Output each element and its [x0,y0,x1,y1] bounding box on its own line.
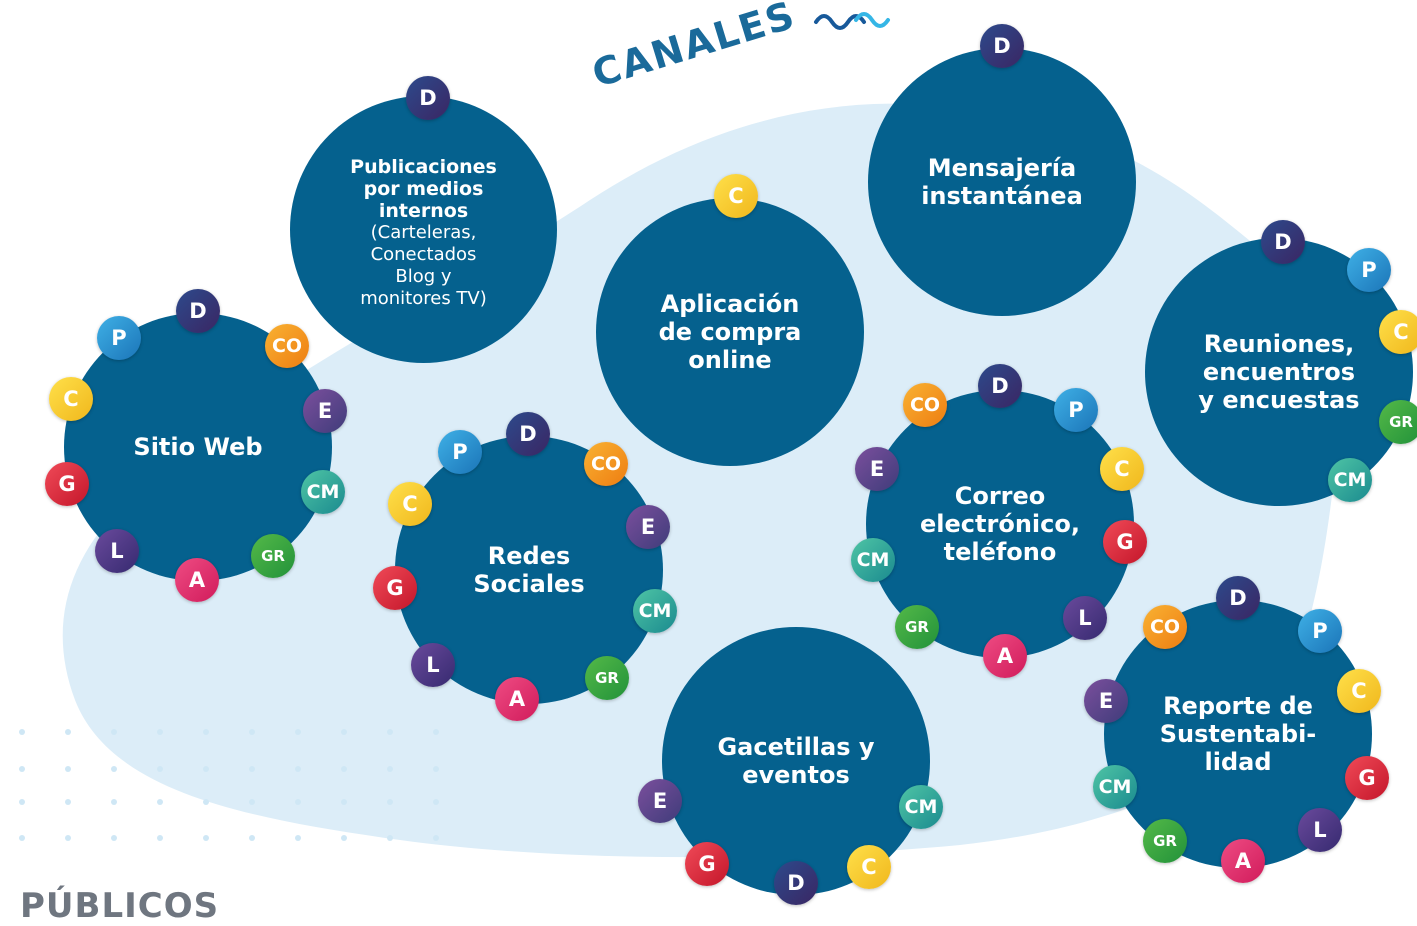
audience-badge-g: G [1345,756,1389,800]
channel-label: Aplicación de compra online [658,290,802,374]
audience-badge-d: D [176,289,220,333]
audience-badge-g: G [1103,520,1147,564]
audience-badge-l: L [1298,808,1342,852]
audience-badge-cm: CM [301,470,345,514]
wave-icon [814,12,890,30]
audience-badge-e: E [1084,679,1128,723]
audience-badge-cm: CM [1093,765,1137,809]
audience-badge-d: D [1261,220,1305,264]
channel-label: Redes Sociales [473,542,585,598]
audience-badge-co: CO [1143,605,1187,649]
audience-badge-a: A [983,634,1027,678]
audience-badge-e: E [855,447,899,491]
audience-badge-l: L [95,529,139,573]
audience-badge-l: L [411,643,455,687]
audience-badge-cm: CM [633,589,677,633]
channel-reporte: Reporte de Sustentabi- lidad [1104,600,1372,868]
channel-aplicacion: Aplicación de compra online [596,198,864,466]
channel-label: Reporte de Sustentabi- lidad [1159,692,1317,776]
channel-label: Correo electrónico, teléfono [920,482,1080,566]
audience-badge-gr: GR [251,534,295,578]
audience-badge-p: P [438,430,482,474]
audience-badge-e: E [303,389,347,433]
audience-badge-d: D [980,24,1024,68]
audience-badge-d: D [978,364,1022,408]
audience-badge-d: D [1216,576,1260,620]
footer-label: PÚBLICOS [20,886,220,926]
channel-label: Sitio Web [133,433,263,461]
audience-badge-d: D [406,76,450,120]
audience-badge-gr: GR [1143,819,1187,863]
channel-label: Reuniones, encuentros y encuestas [1198,330,1360,414]
dot-grid-decoration [19,729,439,841]
audience-badge-c: C [714,174,758,218]
audience-badge-cm: CM [851,538,895,582]
audience-badge-e: E [626,505,670,549]
audience-badge-a: A [495,677,539,721]
audience-badge-c: C [1337,669,1381,713]
audience-badge-cm: CM [1328,458,1372,502]
audience-badge-p: P [1298,609,1342,653]
audience-badge-c: C [49,377,93,421]
channel-label: Publicaciones por medios internos [350,155,497,222]
audience-badge-p: P [97,316,141,360]
audience-badge-c: C [388,482,432,526]
audience-badge-g: G [373,566,417,610]
audience-badge-a: A [1221,839,1265,883]
audience-badge-d: D [506,412,550,456]
audience-badge-c: C [847,845,891,889]
audience-badge-c: C [1100,447,1144,491]
audience-badge-g: G [685,842,729,886]
channel-label: Gacetillas y eventos [717,733,875,789]
audience-badge-co: CO [584,442,628,486]
audience-badge-l: L [1063,596,1107,640]
audience-badge-d: D [774,861,818,905]
audience-badge-gr: GR [1379,400,1417,444]
channel-sublabel: (Carteleras, Conectados Blog y monitores… [360,221,487,309]
channel-publicaciones: Publicaciones por medios internos (Carte… [290,96,557,363]
audience-badge-p: P [1347,248,1391,292]
audience-badge-co: CO [903,383,947,427]
audience-badge-a: A [175,558,219,602]
channel-mensajeria: Mensajería instantánea [868,48,1136,316]
audience-badge-e: E [638,779,682,823]
audience-badge-p: P [1054,388,1098,432]
audience-badge-c: C [1379,310,1417,354]
channel-label: Mensajería instantánea [921,154,1083,210]
audience-badge-g: G [45,462,89,506]
audience-badge-cm: CM [899,785,943,829]
audience-badge-gr: GR [895,605,939,649]
audience-badge-co: CO [265,324,309,368]
audience-badge-gr: GR [585,656,629,700]
